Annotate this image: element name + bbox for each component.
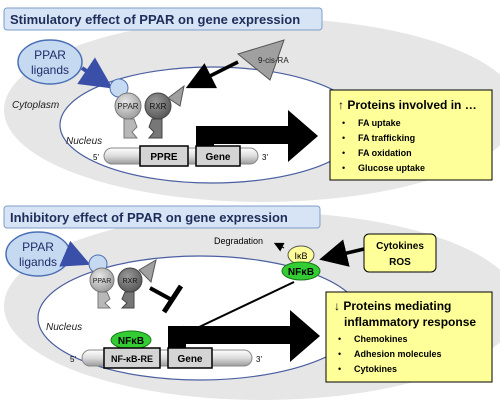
inflammatory-proteins-box (325, 291, 493, 383)
ros-label: ROS (389, 257, 411, 268)
list-item: Chemokines (354, 334, 408, 344)
ppar-label: PPAR (93, 278, 112, 285)
ligand-label-line2: ligands (31, 63, 69, 77)
ppar-dna-binding (97, 291, 112, 309)
gene-label: Gene (205, 152, 230, 163)
nfkb-label-nucleus: NFκB (118, 336, 144, 347)
inflammatory-box-title-line1: ↓ Proteins mediating (334, 299, 451, 313)
proteins-list: • FA uptake • FA trafficking • FA oxidat… (342, 118, 425, 173)
list-bullet: • (342, 118, 345, 128)
list-item: FA uptake (358, 118, 401, 128)
panel-title-box (3, 7, 323, 31)
nine-cis-ra-arrow (185, 60, 239, 89)
ligand-label-line1: PPAR (22, 240, 54, 254)
list-item: FA trafficking (358, 133, 415, 143)
gene-element (195, 145, 241, 167)
nfkb-label-cytoplasm: NFκB (288, 267, 314, 278)
list-bullet: • (338, 349, 341, 359)
ppar-label: PPAR (117, 102, 138, 111)
list-item: Glucose uptake (358, 163, 425, 173)
cytokines-label: Cytokines (376, 241, 424, 252)
rxr-ligand-triangle (138, 258, 157, 283)
ppar-dna-binding (123, 118, 139, 139)
ppar-ligands-oval (17, 39, 83, 85)
five-prime-label: 5' (70, 355, 76, 364)
gene-element (167, 347, 213, 369)
ikb-label: IκB (294, 251, 307, 261)
list-bullet: • (342, 133, 345, 143)
inflammatory-list: • Chemokines • Adhesion molecules • Cyto… (338, 334, 442, 374)
panel-title: Stimulatory effect of PPAR on gene expre… (10, 12, 300, 27)
inflammatory-box-title-line2: inflammatory response (344, 315, 476, 329)
nfkb-complex-cytoplasm (281, 261, 321, 281)
list-item: FA oxidation (358, 148, 412, 158)
transcription-arrow (196, 110, 318, 162)
rxr-dna-binding (147, 118, 163, 139)
ppre-label: PPRE (150, 152, 178, 163)
degradation-arrow (273, 242, 285, 252)
list-item: Adhesion molecules (354, 349, 442, 359)
rxr-dna-binding (120, 291, 135, 309)
panel-stimulatory: Stimulatory effect of PPAR on gene expre… (3, 7, 500, 202)
ligand-binding-arrow (59, 240, 91, 267)
panel-inhibitory: Inhibitory effect of PPAR on gene expres… (3, 205, 500, 400)
panel-title-box (3, 205, 321, 229)
rxr-label: RXR (123, 278, 138, 285)
transcription-arrow (168, 310, 320, 362)
list-bullet: • (338, 364, 341, 374)
nfkb-re-element (103, 347, 161, 369)
three-prime-label: 3' (262, 153, 268, 162)
proteins-box-title: ↑ Proteins involved in … (338, 98, 477, 112)
rxr-label: RXR (150, 102, 167, 111)
degradation-label: Degradation (214, 236, 263, 246)
list-bullet: • (342, 148, 345, 158)
ligand-label-line1: PPAR (34, 48, 66, 62)
nucleus-label: Nucleus (66, 136, 102, 147)
nine-cis-ra-source (236, 39, 285, 81)
inhibition-bar (161, 284, 184, 314)
cytokines-ros-box (363, 233, 437, 273)
cytokines-arrow (319, 239, 365, 267)
inhibition-line (149, 286, 173, 302)
list-bullet: • (342, 163, 345, 173)
nine-cis-ra-label: 9-cis-RA (258, 56, 289, 65)
ligand-label-line2: ligands (19, 255, 57, 269)
three-prime-label: 3' (256, 355, 262, 364)
five-prime-label: 5' (93, 153, 99, 162)
list-bullet: • (338, 334, 341, 344)
list-item: Cytokines (354, 364, 397, 374)
ligand-binding-arrow (77, 57, 113, 89)
ppre-element (139, 145, 189, 167)
gene-label: Gene (177, 354, 202, 365)
panel-title: Inhibitory effect of PPAR on gene expres… (10, 210, 288, 225)
cytoplasm-label: Cytoplasm (12, 100, 59, 111)
nucleus-label: Nucleus (46, 322, 82, 333)
nfkb-re-label: NF-κB-RE (111, 354, 153, 364)
proteins-box (329, 89, 493, 181)
rxr-ligand-triangle (167, 84, 185, 107)
ppar-ligands-oval (5, 231, 71, 277)
